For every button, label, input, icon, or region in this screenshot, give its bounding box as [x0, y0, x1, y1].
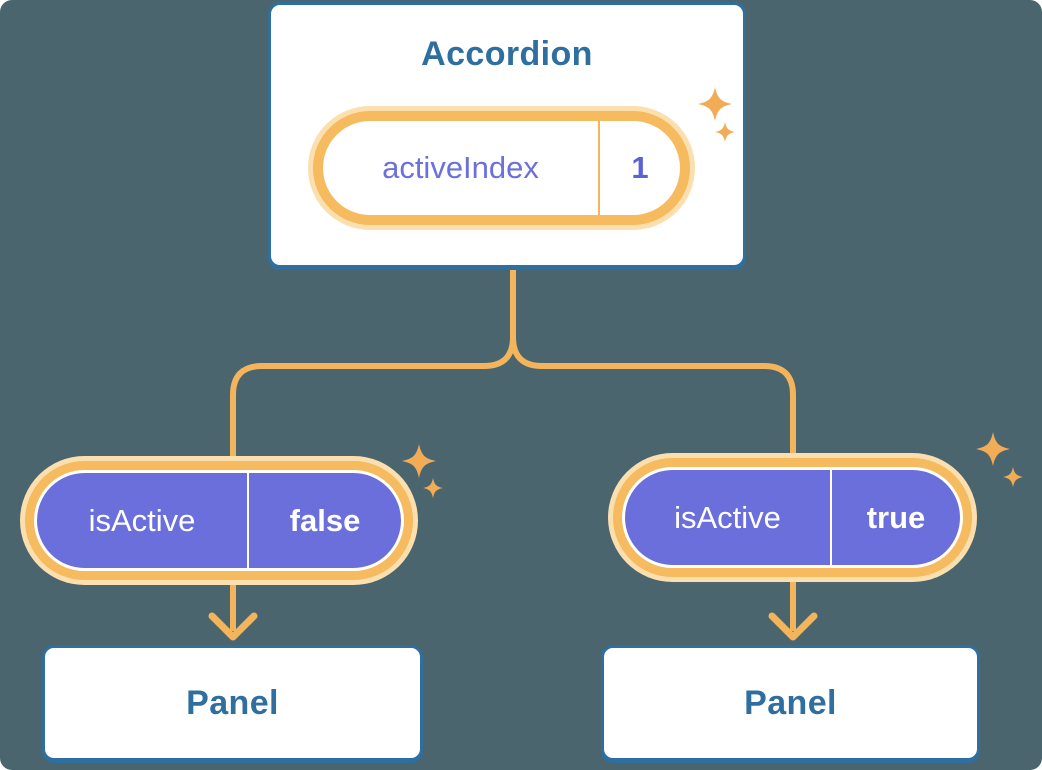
pill-core: isActive true — [622, 467, 963, 568]
pill-divider — [598, 121, 600, 215]
pill-ring: isActive true — [613, 458, 972, 577]
state-value: false — [289, 502, 361, 538]
state-value: true — [866, 499, 926, 535]
pill-core: activeIndex 1 — [323, 121, 680, 215]
accordion-title: Accordion — [421, 35, 593, 73]
sparkle-icon — [976, 432, 1010, 466]
state-value: 1 — [631, 150, 649, 185]
panel-title: Panel — [744, 683, 837, 722]
state-pill-activeindex: activeIndex 1 — [308, 106, 695, 230]
state-label: activeIndex — [382, 150, 539, 185]
arrow-down-icon — [768, 612, 818, 641]
pill-divider — [830, 470, 832, 565]
sparkle-icon — [1003, 467, 1023, 487]
arrow-down-icon — [208, 612, 258, 641]
state-label: isActive — [88, 502, 196, 538]
pill-core: isActive false — [34, 470, 404, 571]
panel-card-left: Panel — [42, 645, 423, 761]
pill-ring: activeIndex 1 — [313, 111, 690, 225]
sparkle-icon — [423, 478, 443, 498]
panel-card-right: Panel — [601, 645, 980, 761]
pill-ring: isActive false — [25, 461, 413, 580]
state-label: isActive — [674, 499, 781, 535]
sparkle-icon — [402, 444, 436, 478]
state-pill-isactive-right: isActive true — [608, 453, 977, 582]
panel-title: Panel — [186, 683, 279, 722]
state-pill-isactive-left: isActive false — [20, 456, 418, 585]
accordion-card: Accordion activeIndex 1 — [268, 2, 746, 268]
